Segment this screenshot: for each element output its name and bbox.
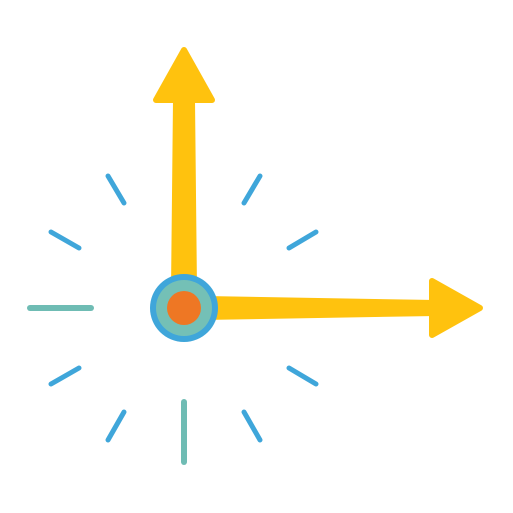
horizontal-hand-arrowhead xyxy=(429,278,483,338)
tick-mark xyxy=(48,229,82,251)
vertical-hand-shaft xyxy=(170,97,198,293)
tick-mark xyxy=(286,365,319,387)
tick-mark xyxy=(241,409,263,443)
major-tick-marks xyxy=(27,305,187,465)
vertical-hand xyxy=(153,47,215,293)
vertical-hand-arrowhead xyxy=(153,47,215,103)
tick-mark xyxy=(105,173,127,206)
tick-mark xyxy=(105,409,127,443)
horizontal-hand xyxy=(202,278,483,338)
minor-tick-marks xyxy=(48,173,319,443)
tick-mark xyxy=(286,229,319,251)
center-hub xyxy=(150,274,218,342)
center-dot xyxy=(167,291,201,325)
tick-mark xyxy=(241,173,263,206)
horizontal-hand-shaft xyxy=(202,295,436,321)
tick-mark xyxy=(48,365,82,387)
